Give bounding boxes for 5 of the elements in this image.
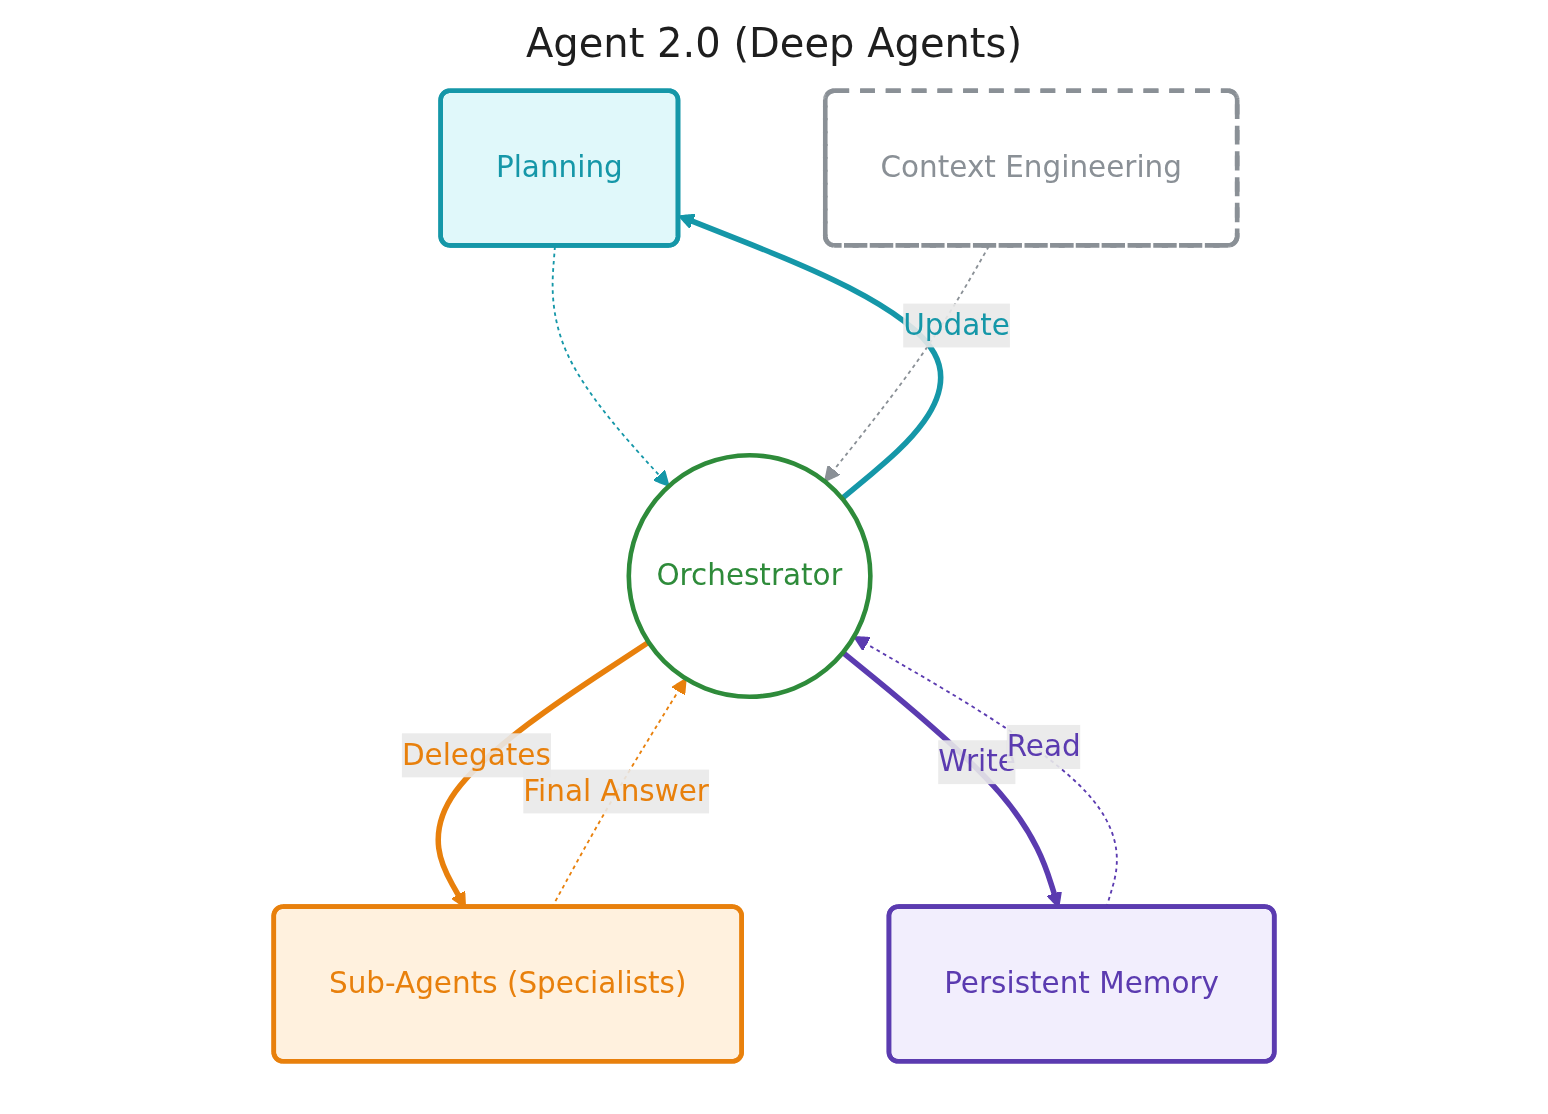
edge-label: Update <box>903 307 1010 343</box>
diagram-title: Agent 2.0 (Deep Agents) <box>525 20 1023 66</box>
edge-label: Delegates <box>401 736 551 772</box>
edge-label: Final Answer <box>523 773 709 809</box>
node-circle: Orchestrator <box>626 452 873 700</box>
